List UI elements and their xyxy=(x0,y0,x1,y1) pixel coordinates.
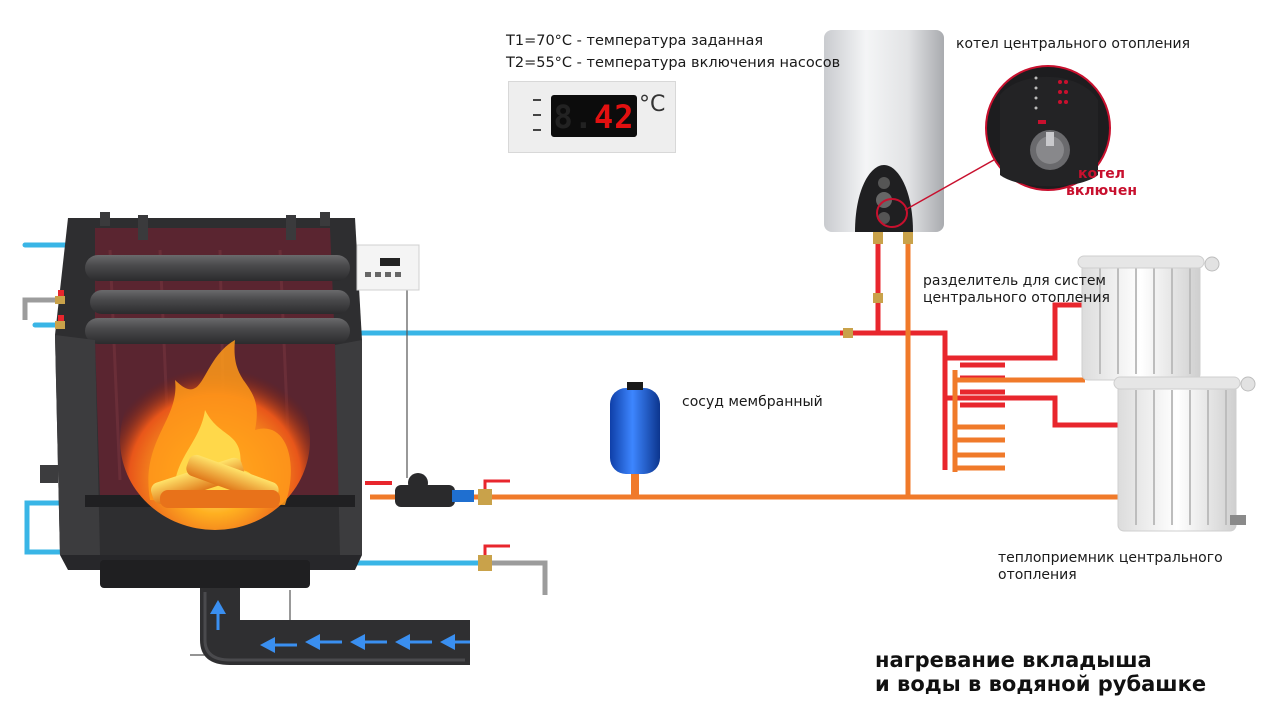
air-duct xyxy=(200,588,470,665)
grey-pipes xyxy=(22,297,548,595)
t1-setting-text: T1=70°C - температура заданная xyxy=(506,33,764,49)
caption-line2: и воды в водяной рубашке xyxy=(875,672,1207,696)
lower-valve xyxy=(478,544,510,571)
flow-arrows xyxy=(210,600,455,653)
radiator-upper xyxy=(1077,255,1220,381)
central-heating-boiler xyxy=(824,30,944,244)
display-temperature-value: 42 xyxy=(594,98,635,136)
t2-setting-text: T2=55°C - температура включения насосов xyxy=(506,55,841,71)
caption-line1: нагревание вкладыша xyxy=(875,648,1152,672)
radiator-lower xyxy=(1113,376,1256,532)
boiler-on-line1: котел xyxy=(1078,166,1125,182)
circulation-pump xyxy=(395,473,474,507)
hot-water-pipes xyxy=(840,237,1120,470)
display-dim-digit: 8. xyxy=(553,98,594,136)
pump-valve xyxy=(478,479,510,505)
radiator-label: теплоприемник центрального отопления xyxy=(998,550,1223,583)
flow-arrow-lines xyxy=(216,614,470,647)
pipe-fitting xyxy=(843,328,853,338)
thermostat-settings: T1=70°C - температура заданная T2=55°C -… xyxy=(506,30,840,74)
thermostat-display-panel: 8.42 °C xyxy=(508,81,676,153)
boiler-on-line2: включен xyxy=(1066,183,1138,199)
pipe-fitting xyxy=(873,293,883,303)
fireplace-controller xyxy=(356,244,420,291)
splitter-label: разделитель для систем центрального отоп… xyxy=(923,273,1110,306)
boiler-label: котел центрального отопления xyxy=(956,36,1191,52)
membrane-vessel-label: сосуд мембранный xyxy=(682,394,823,410)
fire-flames xyxy=(120,340,310,530)
display-tick-marks xyxy=(533,99,541,144)
display-unit: °C xyxy=(639,92,666,117)
caption: нагревание вкладыша и воды в водяной руб… xyxy=(875,648,1206,696)
return-water-pipes xyxy=(370,237,1120,500)
membrane-vessel xyxy=(610,382,660,498)
temperature-display: 8.42 xyxy=(551,95,637,137)
boiler-zoom-callout xyxy=(904,65,1111,211)
left-valves xyxy=(55,290,65,329)
boiler-on-label: котел включен xyxy=(1066,166,1137,200)
